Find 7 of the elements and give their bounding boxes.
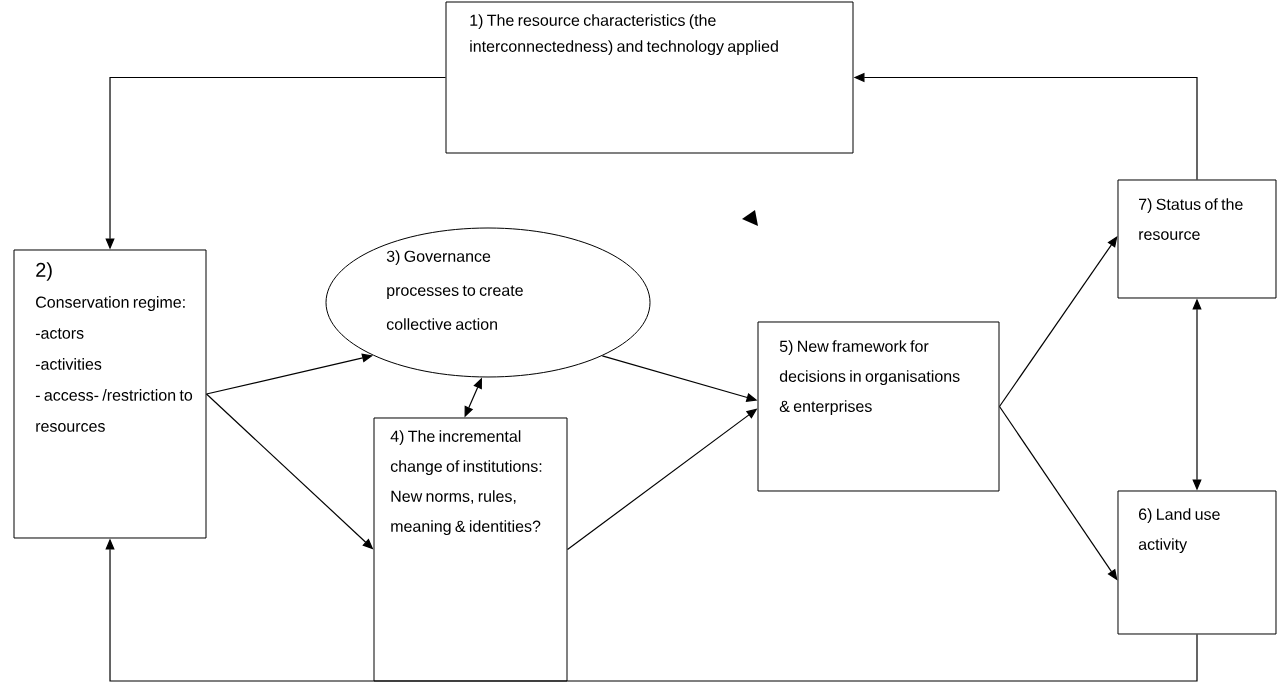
- process-box: 1) The resource characteristics (the interconnectedness) and technology applied: [445, 1, 854, 154]
- process-box: 7) Status of the resource: [1117, 179, 1277, 299]
- arrow: [998, 236, 1118, 408]
- process-box: 2) Conservation regime: -actors -activities - access- /restriction to resources: [13, 249, 207, 539]
- process-box: 6) Land use activity: [1117, 490, 1277, 635]
- process-box: 5) New framework for decisions in organisations & enterprises: [757, 321, 1000, 492]
- process-box: 4) The incremental change of institutions: New norms, rules, meaning & identities?: [373, 417, 568, 682]
